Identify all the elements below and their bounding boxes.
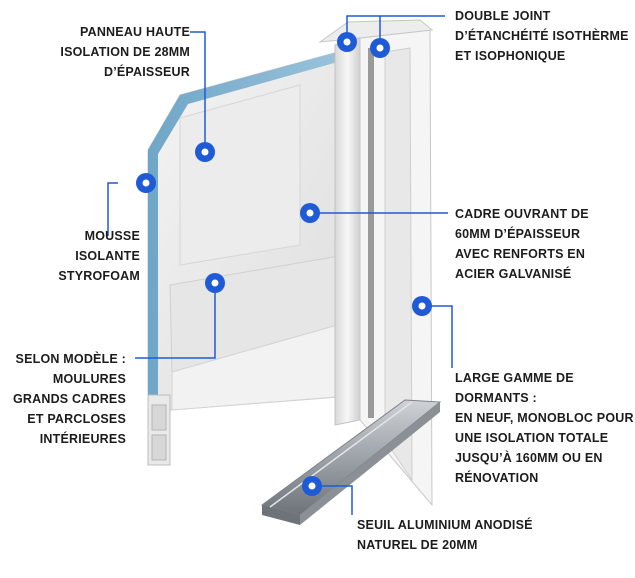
callout-markers bbox=[136, 32, 432, 496]
callout-lines bbox=[107, 15, 453, 515]
marker-moulures bbox=[205, 273, 225, 293]
door-panel bbox=[147, 49, 366, 466]
label-cadre-line: ACIER GALVANISÉ bbox=[455, 267, 572, 281]
label-moulures: SELON MODÈLE : MOULURES GRANDS CADRES ET… bbox=[2, 349, 126, 449]
label-cadre: CADRE OUVRANT DE 60MM D’ÉPAISSEUR AVEC R… bbox=[455, 204, 589, 284]
label-panneau-line: PANNEAU HAUTE bbox=[79, 25, 190, 39]
line-moulures bbox=[135, 283, 216, 359]
label-dormants-line: JUSQU’À 160MM OU EN bbox=[455, 451, 603, 465]
label-panneau-line: D’ÉPAISSEUR bbox=[103, 65, 190, 79]
label-joint-line: DOUBLE JOINT bbox=[455, 9, 551, 23]
marker-mousse bbox=[136, 173, 156, 193]
label-moulures-line: INTÉRIEURES bbox=[39, 432, 126, 446]
marker-seuil bbox=[302, 476, 322, 496]
label-moulures-line: SELON MODÈLE : bbox=[15, 352, 126, 366]
marker-joint-2 bbox=[370, 38, 390, 58]
marker-joint-1 bbox=[337, 32, 357, 52]
label-cadre-line: 60MM D’ÉPAISSEUR bbox=[455, 227, 581, 241]
label-moulures-line: GRANDS CADRES bbox=[12, 392, 126, 406]
line-seuil bbox=[312, 485, 353, 515]
label-mousse-line: STYROFOAM bbox=[58, 269, 140, 283]
label-seuil-line: SEUIL ALUMINIUM ANODISÉ bbox=[357, 518, 533, 532]
label-mousse-line: MOUSSE bbox=[84, 229, 140, 243]
label-dormants-line: DORMANTS : bbox=[455, 391, 537, 405]
label-cadre-line: CADRE OUVRANT DE bbox=[455, 207, 589, 221]
door-frame bbox=[318, 19, 434, 507]
label-joint: DOUBLE JOINT D’ÉTANCHÉITÉ ISOTHÈRME ET I… bbox=[455, 6, 629, 66]
label-mousse: MOUSSE ISOLANTE STYROFOAM bbox=[20, 226, 140, 286]
label-moulures-line: ET PARCLOSES bbox=[27, 412, 126, 426]
marker-cadre bbox=[300, 203, 320, 223]
label-moulures-line: MOULURES bbox=[52, 372, 126, 386]
label-dormants-line: EN NEUF, MONOBLOC POUR bbox=[455, 411, 634, 425]
marker-panneau bbox=[195, 142, 215, 162]
label-mousse-line: ISOLANTE bbox=[75, 249, 140, 263]
label-panneau: PANNEAU HAUTE ISOLATION DE 28MM D’ÉPAISS… bbox=[32, 22, 190, 82]
marker-dormants bbox=[412, 296, 432, 316]
line-panneau bbox=[190, 31, 206, 152]
label-panneau-line: ISOLATION DE 28MM bbox=[60, 45, 190, 59]
label-dormants-line: LARGE GAMME DE bbox=[455, 371, 574, 385]
label-seuil-line: NATUREL DE 20MM bbox=[357, 538, 478, 552]
label-dormants: LARGE GAMME DE DORMANTS : EN NEUF, MONOB… bbox=[455, 368, 634, 488]
label-dormants-line: UNE ISOLATION TOTALE bbox=[455, 431, 609, 445]
line-mousse bbox=[107, 182, 118, 236]
label-joint-line: D’ÉTANCHÉITÉ ISOTHÈRME bbox=[455, 29, 629, 43]
label-dormants-line: RÉNOVATION bbox=[455, 471, 539, 485]
label-cadre-line: AVEC RENFORTS EN bbox=[455, 247, 586, 261]
line-dormants bbox=[425, 305, 453, 368]
label-joint-line: ET ISOPHONIQUE bbox=[455, 49, 566, 63]
label-seuil: SEUIL ALUMINIUM ANODISÉ NATUREL DE 20MM bbox=[357, 515, 533, 555]
